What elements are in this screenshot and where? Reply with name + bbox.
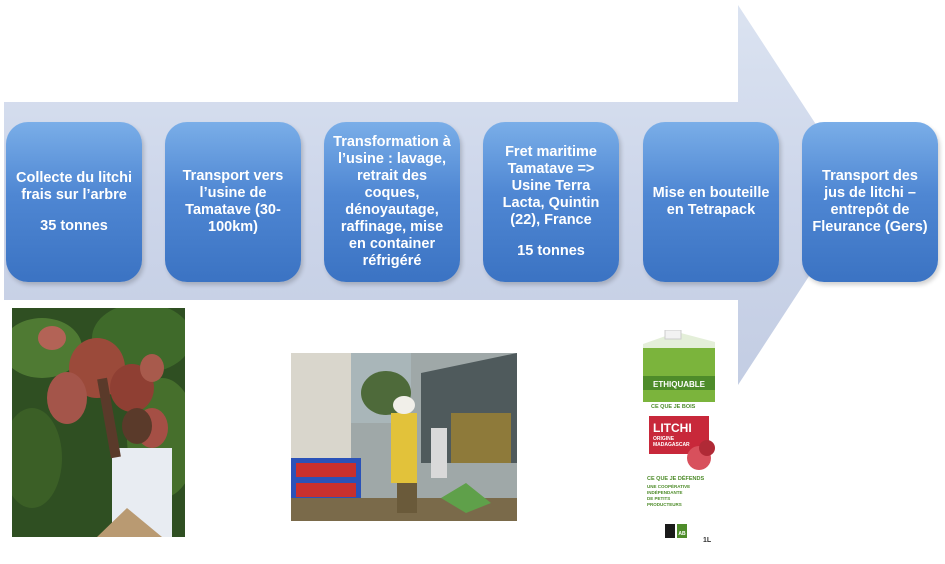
coop-line2: INDÉPENDANTE bbox=[647, 488, 683, 495]
step-processing: Transformation à l’usine : lavage, retra… bbox=[324, 122, 460, 282]
tagline-top: CE QUE JE BOIS bbox=[651, 404, 696, 410]
coop-line1: UNE COOPÉRATIVE bbox=[647, 482, 690, 489]
step-sea-freight: Fret maritime Tamatave => Usine Terra La… bbox=[483, 122, 619, 282]
step-label: Collecte du litchi frais sur l’arbre bbox=[15, 169, 132, 203]
tagline-bottom: CE QUE JE DÉFENDS bbox=[647, 474, 704, 482]
step-transport-warehouse: Transport des jus de litchi – entrepôt d… bbox=[802, 122, 938, 282]
step-label: Transformation à l’usine : lavage, retra… bbox=[333, 134, 451, 269]
product-name: LITCHI bbox=[653, 421, 692, 435]
step-harvest: Collecte du litchi frais sur l’arbre 35 … bbox=[6, 122, 142, 282]
coop-line4: PRODUCTEURS bbox=[647, 502, 682, 507]
volume-label: 1L bbox=[703, 537, 712, 544]
step-label: Mise en bouteille en Tetrapack bbox=[652, 185, 770, 218]
harvest-photo bbox=[12, 308, 185, 537]
coop-line3: DE PETITS bbox=[647, 496, 670, 501]
step-label: Transport vers l’usine de Tamatave (30-1… bbox=[182, 168, 284, 235]
origin-line2: MADAGASCAR bbox=[653, 442, 690, 448]
step-quantity: 15 tonnes bbox=[517, 243, 585, 259]
loading-photo bbox=[291, 353, 517, 521]
brand-name: ETHIQUABLE bbox=[653, 380, 706, 389]
step-quantity: 35 tonnes bbox=[40, 217, 108, 234]
organic-icon: AB bbox=[678, 531, 686, 537]
step-transport-factory: Transport vers l’usine de Tamatave (30-1… bbox=[165, 122, 301, 282]
step-label: Fret maritime Tamatave => Usine Terra La… bbox=[502, 144, 600, 228]
juice-carton: ETHIQUABLE CE QUE JE BOIS LITCHI ORIGINE… bbox=[637, 330, 721, 554]
origin-line1: ORIGINE bbox=[653, 436, 675, 442]
step-label: Transport des jus de litchi – entrepôt d… bbox=[812, 168, 928, 235]
step-bottling: Mise en bouteille en Tetrapack bbox=[643, 122, 779, 282]
